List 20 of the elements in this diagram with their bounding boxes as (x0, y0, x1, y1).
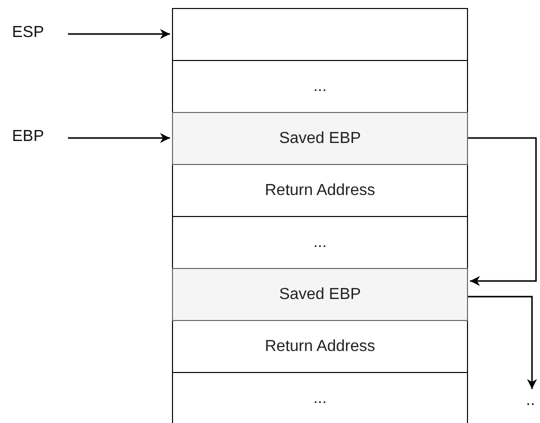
stack-cell (172, 8, 468, 61)
cell-text: ... (313, 234, 327, 252)
register-label: EBP (12, 128, 44, 146)
arrow (468, 137, 537, 286)
arrow (68, 133, 170, 143)
arrow (68, 29, 170, 39)
stack-cell (172, 372, 468, 423)
stack-cell (172, 320, 468, 373)
cell-text: ... (313, 390, 327, 408)
ellipsis-label: .. (526, 392, 535, 410)
cell-text: ... (313, 78, 327, 96)
cell-text: Return Address (264, 338, 376, 356)
stack-cell (172, 164, 468, 217)
register-label: ESP (12, 24, 44, 42)
arrow (468, 296, 537, 389)
cell-text: Saved EBP (279, 130, 361, 148)
cell-text: Return Address (264, 182, 376, 200)
stack-cell (172, 268, 468, 321)
cell-text: Saved EBP (279, 286, 361, 304)
stack-cell (172, 112, 468, 165)
